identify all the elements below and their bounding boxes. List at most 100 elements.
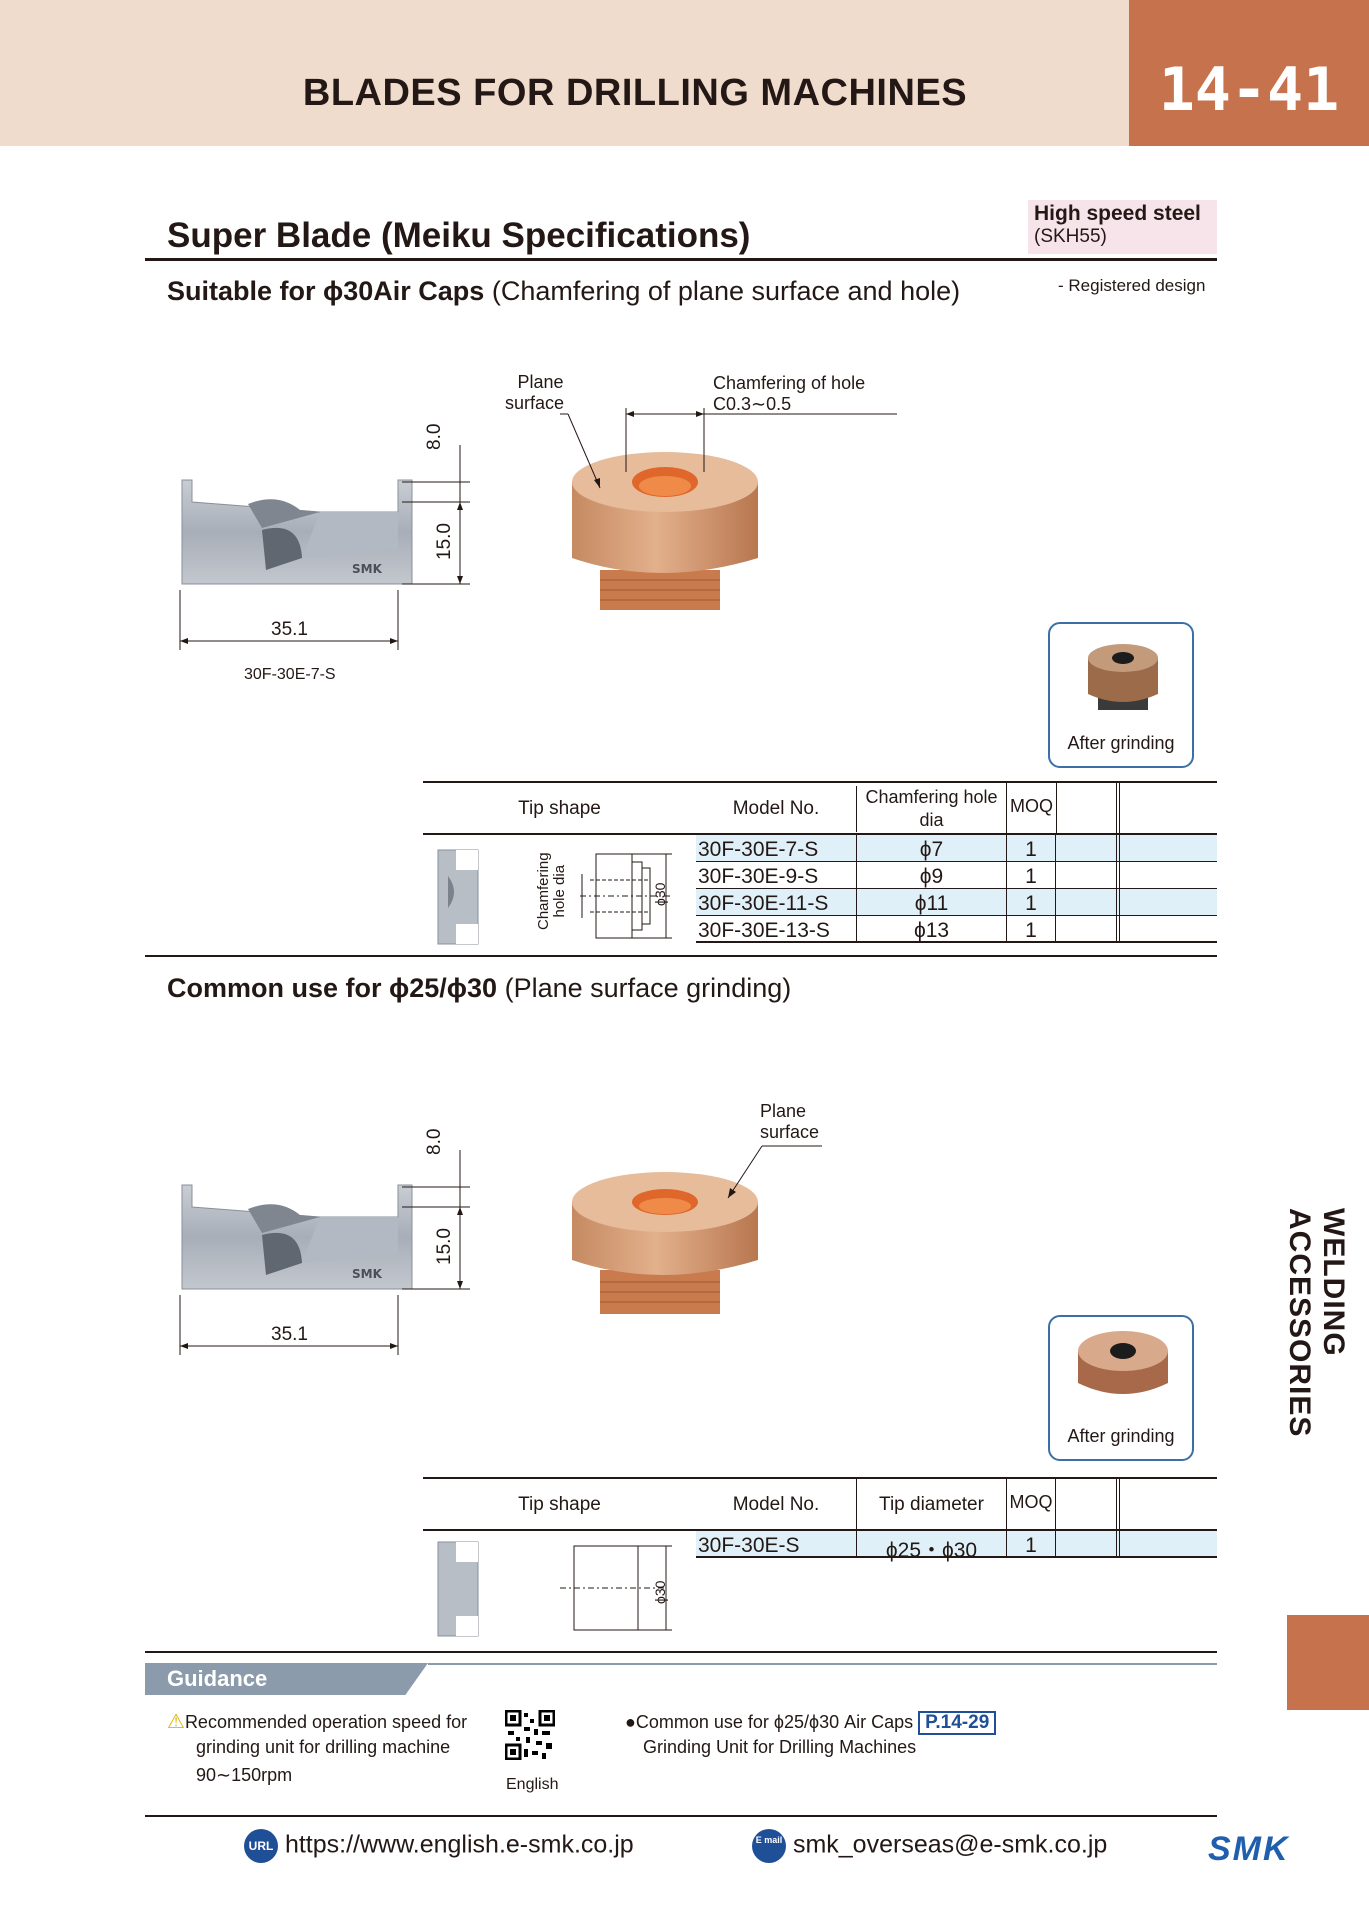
page-number: 14-41 bbox=[1129, 0, 1369, 146]
tip-shape-drawing-1 bbox=[437, 849, 672, 945]
url-icon: URL bbox=[244, 1829, 278, 1863]
label-plane-surface-2: Plane surface bbox=[760, 1101, 819, 1143]
row-dia: ϕ7 bbox=[856, 835, 1006, 862]
dim-height-1: 15.0 bbox=[434, 523, 455, 560]
side-tab-label: WELDING ACCESSORIES bbox=[1283, 1208, 1350, 1438]
tip-shape-drawing-2 bbox=[437, 1541, 672, 1637]
row-blank bbox=[1116, 862, 1120, 889]
row-model: 30F-30E-S bbox=[698, 1534, 800, 1557]
air-cap-drawing-2 bbox=[572, 1145, 822, 1314]
footer-url: URL https://www.english.e-smk.co.jp bbox=[244, 1829, 634, 1863]
after-grinding-panel-1: After grinding bbox=[1048, 622, 1194, 768]
table1-col-dia: Chamfering hole dia bbox=[856, 786, 1006, 832]
guidance-speed-note: ⚠Recommended operation speed for grindin… bbox=[167, 1710, 467, 1788]
label-plane-line1: Plane bbox=[517, 372, 564, 392]
table1-body: 30F-30E-7-S ϕ7 1 30F-30E-9-S ϕ9 1 30F-30… bbox=[696, 835, 1217, 943]
table1-header-rule bbox=[423, 833, 1217, 835]
footer-email: E mail smk_overseas@e-smk.co.jp bbox=[752, 1829, 1107, 1863]
qr-code-icon[interactable] bbox=[505, 1710, 555, 1760]
table2-col-model: Model No. bbox=[732, 1494, 820, 1515]
label-plane-surface-1: Plane surface bbox=[505, 372, 564, 414]
blade-drawing-1: SMK bbox=[179, 445, 470, 650]
side-tab-marker bbox=[1287, 1615, 1369, 1710]
guidance-rule bbox=[428, 1663, 1217, 1665]
table1-top-rule bbox=[423, 781, 1217, 783]
table1-col-moq: MOQ bbox=[1006, 783, 1056, 833]
table-row: 30F-30E-11-S ϕ11 1 bbox=[696, 889, 1217, 916]
tip-label-line2: hole dia bbox=[551, 864, 568, 918]
row-moq: 1 bbox=[1006, 916, 1056, 943]
common-line1-wrap: ●Common use for ϕ25/ϕ30 Air Caps P.14-29 bbox=[625, 1710, 997, 1735]
row-moq: 1 bbox=[1006, 862, 1056, 889]
dim-width-2: 35.1 bbox=[271, 1324, 308, 1345]
footer-email-link[interactable]: smk_overseas@e-smk.co.jp bbox=[792, 1830, 1108, 1859]
label-chamfer-line1: Chamfering of hole bbox=[713, 373, 866, 393]
tip-label-1: Chamfering hole dia bbox=[535, 852, 568, 930]
dim-width-1: 35.1 bbox=[271, 619, 308, 640]
qr-caption: English bbox=[506, 1776, 559, 1793]
row-dia: ϕ25・ϕ30 bbox=[856, 1531, 1006, 1562]
blade1-mark: SMK bbox=[352, 562, 383, 576]
dim-height-top-1: 8.0 bbox=[424, 423, 445, 450]
table-row: 30F-30E-S ϕ25・ϕ30 1 bbox=[696, 1531, 1217, 1562]
product2-heading-main: Common use for ϕ25/ϕ30 bbox=[167, 973, 498, 1003]
guidance-band bbox=[145, 1663, 428, 1695]
smk-logo: SMK bbox=[1208, 1830, 1290, 1868]
table2-header-rule bbox=[423, 1529, 1217, 1531]
product1-heading: Suitable for ϕ30Air Caps (Chamfering of … bbox=[167, 276, 960, 307]
tip-dim-2: ϕ30 bbox=[652, 1580, 668, 1604]
table1-header-row: Tip shape Model No. Chamfering hole dia … bbox=[423, 783, 1217, 833]
table2-top-rule bbox=[423, 1477, 1217, 1479]
registered-design-note: - Registered design bbox=[1058, 276, 1206, 295]
table2-header-row: Tip shape Model No. Tip diameter MOQ bbox=[423, 1479, 1217, 1529]
row-blank bbox=[1116, 889, 1120, 916]
footer-rule bbox=[145, 1815, 1217, 1817]
footer-url-link[interactable]: https://www.english.e-smk.co.jp bbox=[284, 1830, 634, 1859]
table2-col-tip: Tip shape bbox=[518, 1494, 601, 1515]
page-reference-link[interactable]: P.14-29 bbox=[918, 1711, 997, 1735]
guidance-common-note: ●Common use for ϕ25/ϕ30 Air Caps P.14-29… bbox=[625, 1710, 997, 1760]
table1-col-model: Model No. bbox=[732, 798, 820, 819]
section-rule bbox=[145, 258, 1217, 261]
table1-col-blank2 bbox=[1116, 783, 1120, 833]
section-title: Super Blade (Meiku Specifications) bbox=[167, 216, 751, 255]
header-band bbox=[0, 0, 1129, 146]
row-moq: 1 bbox=[1006, 835, 1056, 862]
table2-col-dia: Tip diameter bbox=[856, 1479, 1006, 1529]
product1-heading-note: (Chamfering of plane surface and hole) bbox=[491, 276, 961, 306]
label-chamfer-hole-1: Chamfering of hole C0.3∼0.5 bbox=[713, 373, 865, 415]
dim-height-2: 15.0 bbox=[434, 1228, 455, 1265]
row-dia: ϕ11 bbox=[856, 889, 1006, 916]
guidance-speed-line1: ⚠Recommended operation speed for bbox=[167, 1710, 467, 1735]
row-model: 30F-30E-9-S bbox=[698, 865, 819, 888]
material-badge: High speed steel (SKH55) bbox=[1028, 200, 1217, 254]
label-plane-line1: Plane bbox=[760, 1101, 807, 1121]
row-moq: 1 bbox=[1006, 1531, 1056, 1558]
common-line1: ●Common use for ϕ25/ϕ30 Air Caps bbox=[625, 1712, 914, 1732]
material-name: High speed steel bbox=[1034, 202, 1201, 225]
speed-text-3: 90∼150rpm bbox=[196, 1765, 293, 1785]
tip-label-line1: Chamfering bbox=[535, 852, 552, 930]
label-plane-line2: surface bbox=[760, 1122, 820, 1142]
product2-heading-note: (Plane surface grinding) bbox=[504, 973, 792, 1003]
guidance-top-rule bbox=[145, 1651, 1217, 1653]
row-blank bbox=[1116, 1531, 1120, 1558]
common-line2: Grinding Unit for Drilling Machines bbox=[643, 1737, 917, 1757]
dim-height-top-2: 8.0 bbox=[424, 1128, 445, 1155]
table2-col-moq: MOQ bbox=[1006, 1479, 1056, 1529]
table-row: 30F-30E-7-S ϕ7 1 bbox=[696, 835, 1217, 862]
row-model: 30F-30E-11-S bbox=[698, 892, 829, 915]
section-divider bbox=[145, 955, 1217, 957]
row-blank bbox=[1116, 835, 1120, 862]
table1-col-tip: Tip shape bbox=[518, 798, 601, 819]
blade-drawing-2: SMK bbox=[179, 1150, 470, 1355]
table2-col-blank bbox=[1116, 1479, 1120, 1529]
blade2-mark: SMK bbox=[352, 1267, 383, 1281]
after-grinding-panel-2: After grinding bbox=[1048, 1315, 1194, 1461]
label-chamfer-line2: C0.3∼0.5 bbox=[713, 394, 792, 414]
table-row: 30F-30E-13-S ϕ13 1 bbox=[696, 916, 1217, 943]
row-model: 30F-30E-13-S bbox=[698, 919, 830, 942]
label-plane-line2: surface bbox=[505, 393, 565, 413]
table-row: 30F-30E-9-S ϕ9 1 bbox=[696, 862, 1217, 889]
tip-dim-1: ϕ30 bbox=[652, 882, 668, 906]
